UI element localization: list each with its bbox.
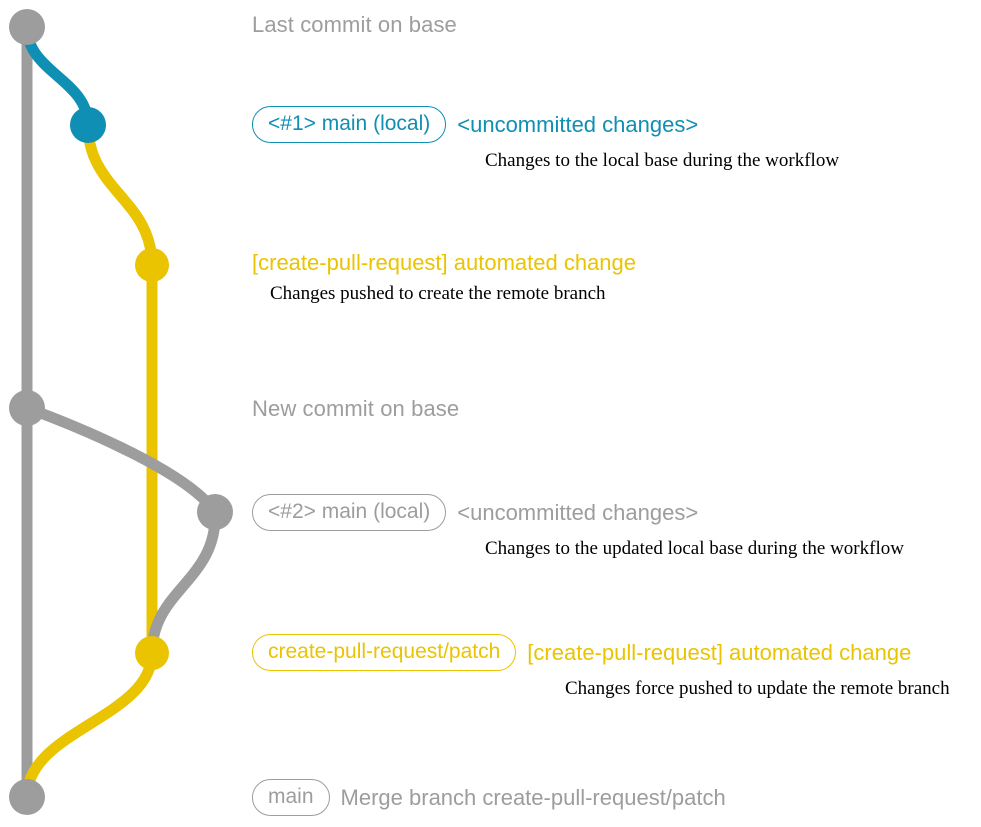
commit-subject-automated-1: [create-pull-request] automated change (252, 250, 637, 275)
edge-local2-to-patch2 (146, 506, 221, 659)
branch-pill-main-local-2[interactable]: <#2> main (local) (252, 494, 447, 531)
commit-description-local-1: Changes to the local base during the wor… (485, 150, 840, 171)
commit-node-local-1[interactable] (70, 107, 106, 143)
edge-base2-to-local2 (21, 402, 221, 518)
row-merge-commit: main Merge branch create-pull-request/pa… (252, 779, 726, 816)
commit-subject-automated-2: [create-pull-request] automated change (527, 639, 912, 665)
row-last-commit-on-base: Last commit on base (252, 12, 457, 38)
row-local-commit-2: <#2> main (local) <uncommitted changes> … (252, 494, 904, 561)
row-new-commit-on-base: New commit on base (252, 396, 459, 422)
row-automated-change-1: [create-pull-request] automated change C… (252, 250, 636, 306)
commit-node-merge[interactable] (9, 779, 45, 815)
commit-description-automated-2: Changes force pushed to update the remot… (565, 678, 950, 699)
commit-node-base-new[interactable] (9, 390, 45, 426)
branch-pill-create-pull-request-patch[interactable]: create-pull-request/patch (252, 634, 517, 671)
commit-node-local-2[interactable] (197, 494, 233, 530)
commit-node-patch-1[interactable] (135, 248, 169, 282)
commit-description-automated-1: Changes pushed to create the remote bran… (270, 283, 606, 304)
new-commit-title: New commit on base (252, 396, 460, 421)
branch-pill-main-local-1[interactable]: <#1> main (local) (252, 106, 447, 143)
commit-node-base-last[interactable] (9, 9, 45, 45)
row-automated-change-2: create-pull-request/patch [create-pull-r… (252, 634, 950, 701)
edge-local1-to-patch1 (82, 119, 158, 271)
commit-subject-local-1: <uncommitted changes> (457, 111, 699, 137)
last-commit-title: Last commit on base (252, 12, 457, 37)
commit-description-local-2: Changes to the updated local base during… (485, 538, 904, 559)
edge-patch2-to-merge (21, 647, 158, 803)
commit-subject-local-2: <uncommitted changes> (457, 499, 699, 525)
branch-pill-main[interactable]: main (252, 779, 330, 816)
row-local-commit-1: <#1> main (local) <uncommitted changes> … (252, 106, 839, 173)
commit-graph (9, 9, 233, 815)
commit-node-patch-2[interactable] (135, 636, 169, 670)
commit-subject-merge: Merge branch create-pull-request/patch (340, 784, 726, 810)
